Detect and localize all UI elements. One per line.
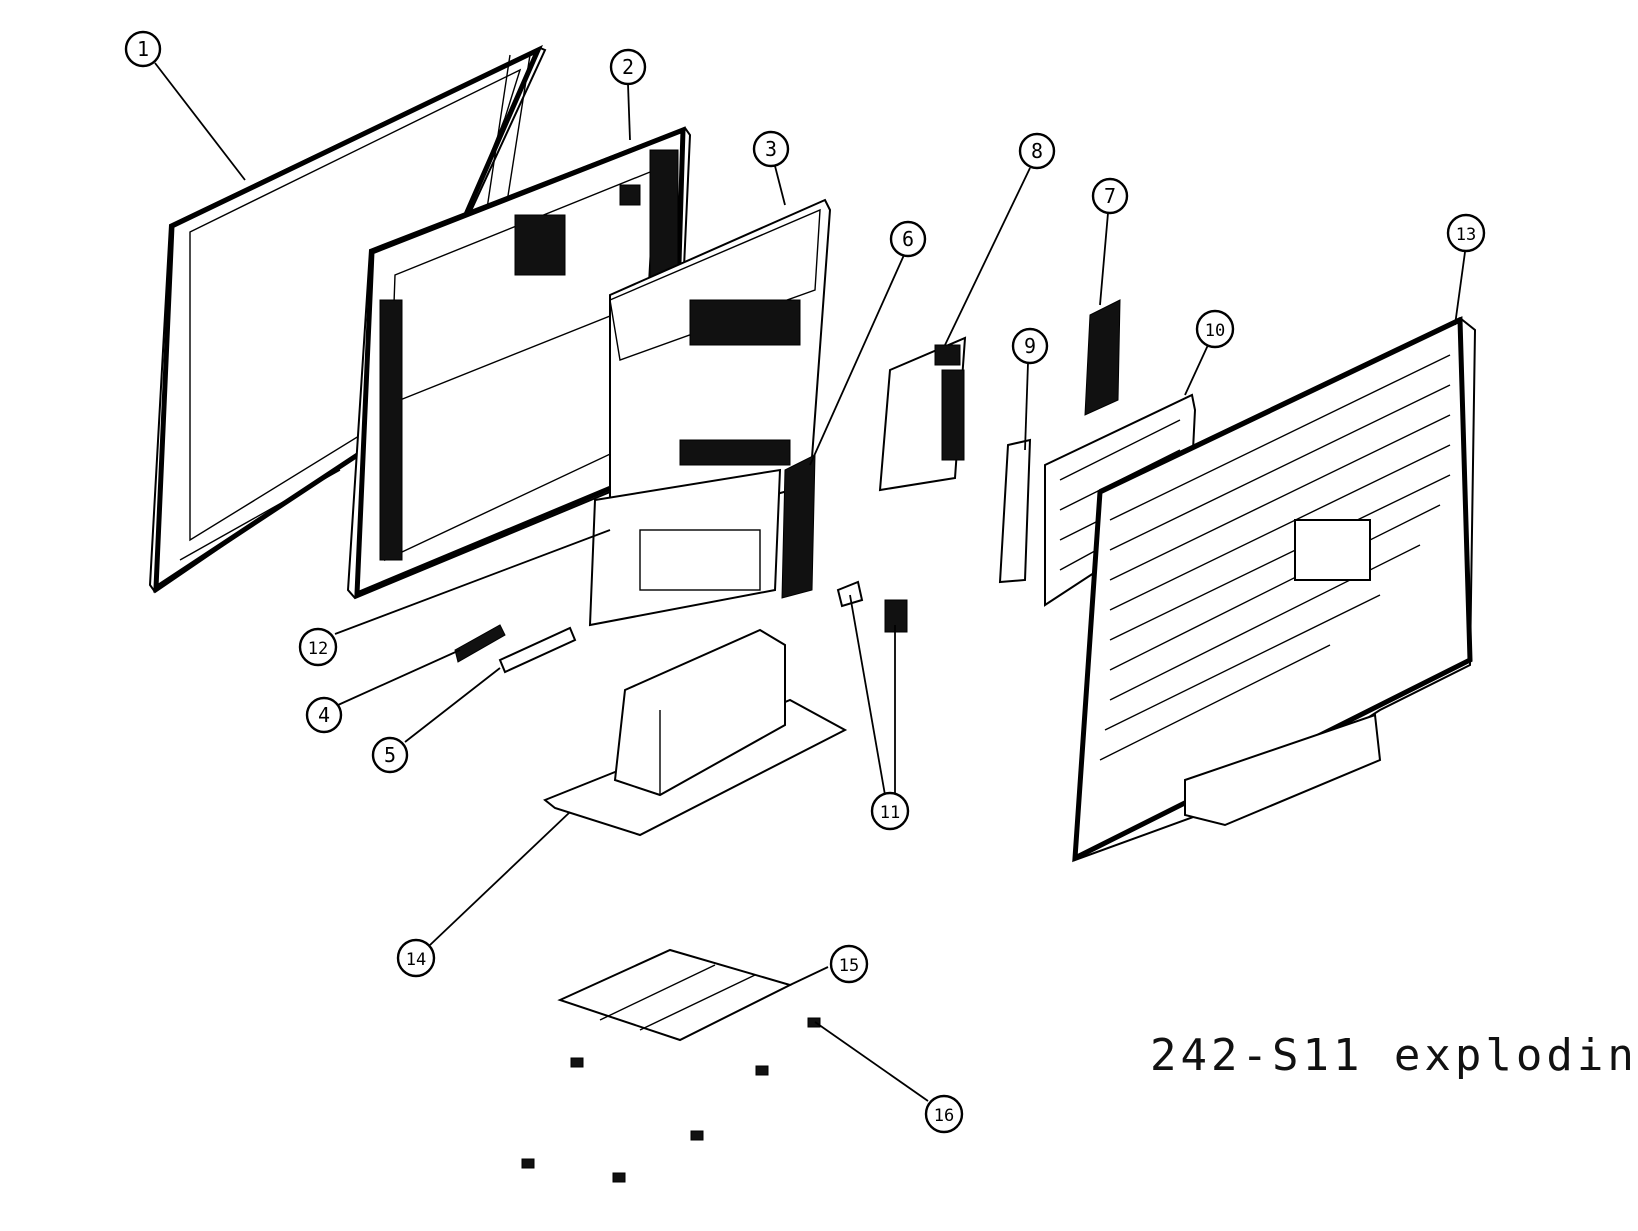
svg-text:13: 13 bbox=[1456, 225, 1476, 245]
part-rear-chassis bbox=[588, 198, 832, 627]
svg-text:7: 7 bbox=[1104, 184, 1116, 208]
svg-text:11: 11 bbox=[880, 803, 900, 823]
callout-14: 14 bbox=[396, 938, 436, 978]
callout-15: 15 bbox=[829, 944, 869, 984]
callout-1: 1 bbox=[124, 30, 162, 68]
callout-6: 6 bbox=[889, 220, 927, 258]
callout-4: 4 bbox=[305, 696, 343, 734]
part-base-plate bbox=[557, 948, 793, 1042]
part-bracket bbox=[998, 438, 1032, 584]
part-main-board bbox=[878, 336, 967, 492]
part-interface-board bbox=[1084, 299, 1121, 416]
callout-10: 10 bbox=[1195, 309, 1235, 349]
diagram-caption: 242-S11 explodin bbox=[1150, 1030, 1638, 1081]
callout-8: 8 bbox=[1018, 132, 1056, 170]
svg-text:3: 3 bbox=[765, 137, 777, 161]
part-clips bbox=[836, 580, 908, 633]
svg-text:16: 16 bbox=[934, 1106, 954, 1126]
callout-11: 11 bbox=[870, 791, 910, 831]
exploded-view-diagram: 1 2 3 4 5 6 7 8 9 10 11 12 13 14 15 16 bbox=[124, 30, 1486, 1183]
callout-16: 16 bbox=[924, 1094, 964, 1134]
callout-2: 2 bbox=[609, 48, 647, 86]
part-stand bbox=[543, 628, 848, 837]
callout-7: 7 bbox=[1091, 177, 1129, 215]
callout-13: 13 bbox=[1446, 213, 1486, 253]
svg-text:2: 2 bbox=[622, 55, 634, 79]
svg-text:14: 14 bbox=[406, 950, 426, 970]
svg-text:1: 1 bbox=[137, 37, 149, 61]
svg-text:9: 9 bbox=[1024, 334, 1036, 358]
part-power-board bbox=[781, 454, 816, 599]
svg-text:4: 4 bbox=[318, 703, 330, 727]
svg-text:15: 15 bbox=[839, 956, 859, 976]
svg-text:6: 6 bbox=[902, 227, 914, 251]
callout-3: 3 bbox=[752, 130, 790, 168]
leader-lines bbox=[154, 62, 1466, 1102]
part-screws bbox=[521, 1017, 821, 1183]
part-rear-cover bbox=[1072, 316, 1477, 863]
callout-5: 5 bbox=[371, 736, 409, 774]
svg-text:10: 10 bbox=[1205, 321, 1225, 341]
callout-12: 12 bbox=[298, 627, 338, 667]
callout-9: 9 bbox=[1011, 327, 1049, 365]
svg-text:8: 8 bbox=[1031, 139, 1043, 163]
svg-text:5: 5 bbox=[384, 743, 396, 767]
part-key-board bbox=[454, 624, 506, 663]
part-ir-board bbox=[498, 626, 577, 674]
svg-text:12: 12 bbox=[308, 639, 328, 659]
